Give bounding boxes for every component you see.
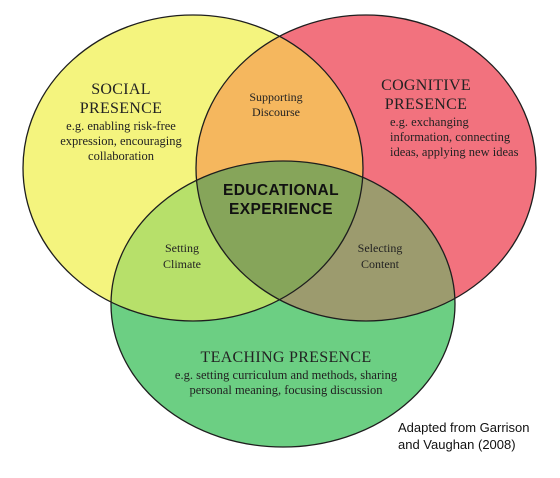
- credit-line1: Adapted from Garrison: [398, 420, 530, 435]
- credit-line2: and Vaughan (2008): [398, 437, 516, 452]
- educational-experience-center: [196, 161, 363, 321]
- social-desc-line3: collaboration: [88, 149, 155, 163]
- social-title-line2: PRESENCE: [80, 100, 162, 117]
- social-outline: [22, 14, 364, 322]
- social-desc-line2: expression, encouraging: [60, 134, 182, 148]
- cognitive-title-line1: COGNITIVE: [381, 77, 471, 94]
- cognitive-title-line2: PRESENCE: [385, 96, 467, 113]
- selecting-content-line1: Selecting: [358, 241, 403, 255]
- teaching-outline: [110, 160, 456, 448]
- teaching-desc-line2: personal meaning, focusing discussion: [189, 383, 383, 397]
- setting-climate-line1: Setting: [165, 241, 199, 255]
- educational-experience-line1: EDUCATIONAL: [223, 182, 339, 199]
- setting-climate-line2: Climate: [163, 257, 201, 271]
- selecting-content-line2: Content: [361, 257, 400, 271]
- cognitive-desc-line3: ideas, applying new ideas: [390, 145, 519, 159]
- teaching-title: TEACHING PRESENCE: [201, 349, 372, 366]
- supporting-discourse-line1: Supporting: [249, 90, 302, 104]
- cognitive-desc-line2: information, connecting: [390, 130, 511, 144]
- teaching-desc-line1: e.g. setting curriculum and methods, sha…: [175, 368, 398, 382]
- cognitive-outline: [195, 14, 537, 322]
- social-title-line1: SOCIAL: [91, 81, 151, 98]
- supporting-discourse-line2: Discourse: [252, 105, 300, 119]
- social-desc-line1: e.g. enabling risk-free: [66, 119, 176, 133]
- educational-experience-line2: EXPERIENCE: [229, 201, 333, 218]
- cognitive-desc-line1: e.g. exchanging: [390, 115, 470, 129]
